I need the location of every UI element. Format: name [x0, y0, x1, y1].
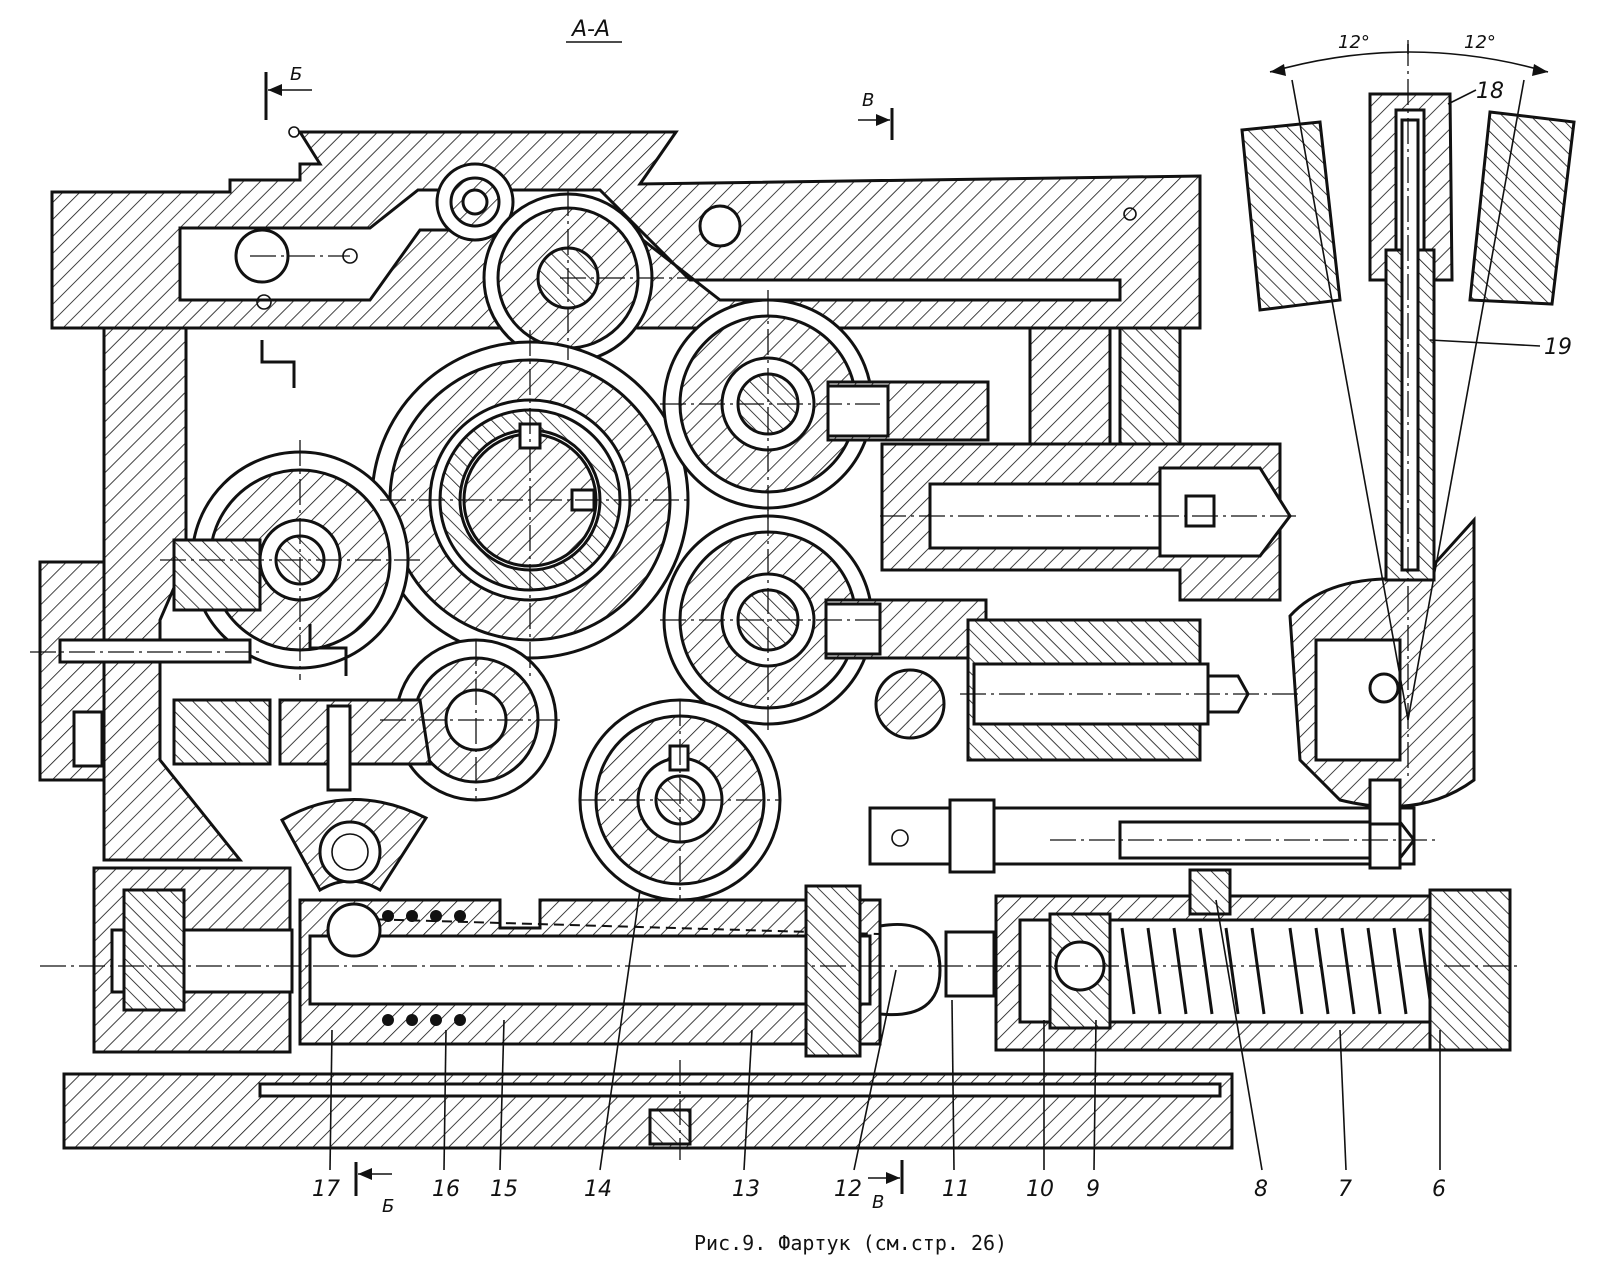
left-plug: [72, 710, 104, 768]
svg-text:А-А: А-А: [570, 17, 610, 42]
angle-right-label: 12°: [1464, 32, 1496, 53]
leader-lines: [329, 89, 1541, 1171]
section-marker-top-v: В: [858, 90, 894, 140]
detent-pin-8: [1188, 868, 1232, 916]
label-6: 6: [1432, 1177, 1446, 1202]
center-lines: [30, 190, 1520, 1160]
label-16: 16: [432, 1177, 460, 1202]
label-15: 15: [490, 1177, 518, 1202]
label-9: 9: [1086, 1177, 1100, 1202]
figure-caption: Рис.9. Фартук (см.стр. 26): [694, 1231, 1007, 1255]
idler-pin: [874, 668, 946, 740]
ball-bearing: [318, 820, 382, 884]
section-marker-top-b: Б: [264, 64, 312, 120]
angle-left-label: 12°: [1338, 32, 1370, 53]
spring-16: [382, 910, 466, 1026]
section-marker-bottom-v: В: [868, 1160, 904, 1213]
section-marker-bottom-b: Б: [354, 1162, 394, 1217]
spring-7: [1120, 927, 1434, 1015]
svg-text:В: В: [862, 90, 874, 111]
label-8: 8: [1254, 1177, 1268, 1202]
right-shaft-assembly: [824, 380, 1476, 874]
base-bolt: [648, 1108, 692, 1146]
label-19: 19: [1544, 335, 1572, 360]
control-handle: 12° 12°: [1240, 32, 1576, 780]
label-18: 18: [1476, 79, 1504, 104]
label-10: 10: [1026, 1177, 1054, 1202]
label-14: 14: [584, 1177, 612, 1202]
bottom-shaft-assembly: [92, 866, 1512, 1058]
svg-text:Б: Б: [290, 64, 302, 85]
apron-housing: [38, 126, 1234, 1150]
handle-right-position: [1468, 110, 1576, 306]
label-17: 17: [312, 1177, 340, 1202]
part-labels: 17 16 15 14 13 12 11 10 9 8 7 6 18 19: [312, 79, 1572, 1202]
handle-left-position: [1240, 120, 1342, 312]
section-title: А-А: [566, 17, 622, 43]
label-12: 12: [834, 1177, 862, 1202]
label-7: 7: [1338, 1177, 1352, 1202]
top-pin: [698, 204, 742, 248]
svg-text:Б: Б: [382, 1196, 394, 1217]
svg-text:В: В: [872, 1192, 884, 1213]
end-cap-6: [1428, 888, 1512, 1052]
label-11: 11: [942, 1177, 970, 1202]
bottom-shaft: [308, 934, 872, 1006]
label-13: 13: [732, 1177, 760, 1202]
